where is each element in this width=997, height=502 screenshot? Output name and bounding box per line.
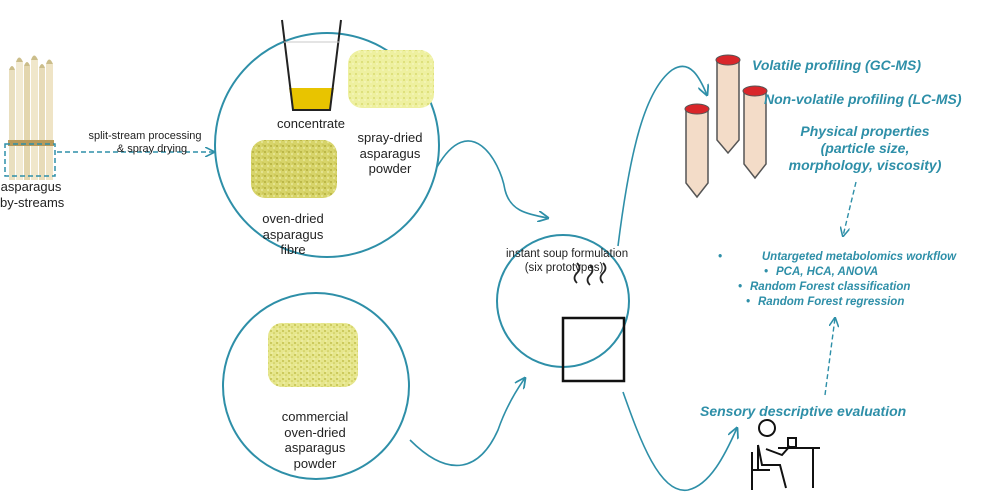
stats-item: • Random Forest regression [718, 295, 980, 310]
bullet: • [737, 280, 742, 293]
concentrate-beaker-icon [281, 19, 342, 111]
arrow-physical-to-stats [843, 181, 857, 236]
physical-line2: (particle size, [820, 139, 910, 156]
commercial-line1: commercial [281, 409, 349, 424]
stats-item-text: PCA, HCA, ANOVA [776, 265, 879, 278]
soup-label-line2: (six prototypes) [524, 261, 604, 274]
spray-dried-line1: spray-dried [357, 130, 423, 145]
process-label: split-stream processing & spray drying [80, 130, 210, 156]
products-circle [214, 32, 440, 258]
source-label: asparagus by-streams [0, 179, 65, 210]
by-stream-highlight-box [4, 143, 56, 177]
concentrate-label: concentrate [277, 116, 345, 131]
oven-dried-line1: oven-dried [262, 211, 324, 226]
oven-dried-label: oven-dried asparagus fibre [248, 211, 338, 258]
oven-dried-line3: fibre [280, 242, 306, 258]
asparagus-image [8, 55, 54, 180]
stats-item: • Untargeted metabolomics workflow [718, 250, 980, 265]
physical-line3: morphology, viscosity) [788, 156, 942, 173]
spray-dried-powder-swatch [348, 50, 434, 108]
process-label-line2: & spray drying [116, 143, 188, 156]
volatile-label: Volatile profiling (GC-MS) [752, 57, 922, 73]
steam-icon [573, 262, 607, 286]
oven-dried-line2: asparagus [262, 226, 324, 242]
soup-label: instant soup formulation (six prototypes… [506, 248, 629, 276]
arrow-soup-to-sensory [622, 391, 737, 491]
sensory-label: Sensory descriptive evaluation [700, 403, 907, 419]
stats-item: • Random Forest classification [718, 280, 980, 295]
soup-cup-icon [561, 316, 626, 383]
commercial-powder-swatch [268, 323, 358, 387]
bullet: • [763, 265, 768, 278]
commercial-line2: oven-dried [284, 424, 346, 440]
bullet: • [745, 295, 750, 308]
stats-item-text: Random Forest regression [758, 295, 905, 308]
sensory-panelist-icon [751, 419, 820, 490]
stats-item-text: Untargeted metabolomics workflow [761, 251, 957, 263]
test-tubes-icon [684, 54, 768, 199]
soup-label-line1: instant soup formulation [506, 248, 629, 260]
arrow-products-to-soup [436, 140, 548, 218]
oven-dried-fibre-swatch [251, 140, 337, 198]
source-label-line1: asparagus [0, 179, 62, 194]
arrow-commercial-to-soup [409, 378, 525, 467]
stats-list: • Untargeted metabolomics workflow • PCA, … [718, 250, 980, 310]
commercial-circle [222, 292, 410, 480]
spray-dried-label: spray-dried asparagus powder [345, 130, 435, 177]
bullet: • [718, 251, 723, 263]
arrow-soup-to-analyses [617, 65, 707, 247]
arrow-sensory-to-stats [824, 318, 835, 396]
stats-item: • PCA, HCA, ANOVA [718, 265, 980, 280]
physical-line1: Physical properties [800, 123, 930, 139]
nonvolatile-label: Non-volatile profiling (LC-MS) [764, 91, 962, 107]
source-label-line2: by-streams [0, 194, 65, 210]
spray-dried-line3: powder [368, 161, 412, 177]
commercial-line4: powder [293, 455, 337, 471]
commercial-label: commercial oven-dried asparagus powder [268, 409, 362, 471]
commercial-line3: asparagus [284, 440, 346, 456]
spray-dried-line2: asparagus [359, 145, 421, 161]
process-label-line1: split-stream processing [88, 130, 202, 142]
physical-label: Physical properties (particle size, morp… [770, 123, 960, 173]
stats-item-text: Random Forest classification [750, 280, 911, 293]
